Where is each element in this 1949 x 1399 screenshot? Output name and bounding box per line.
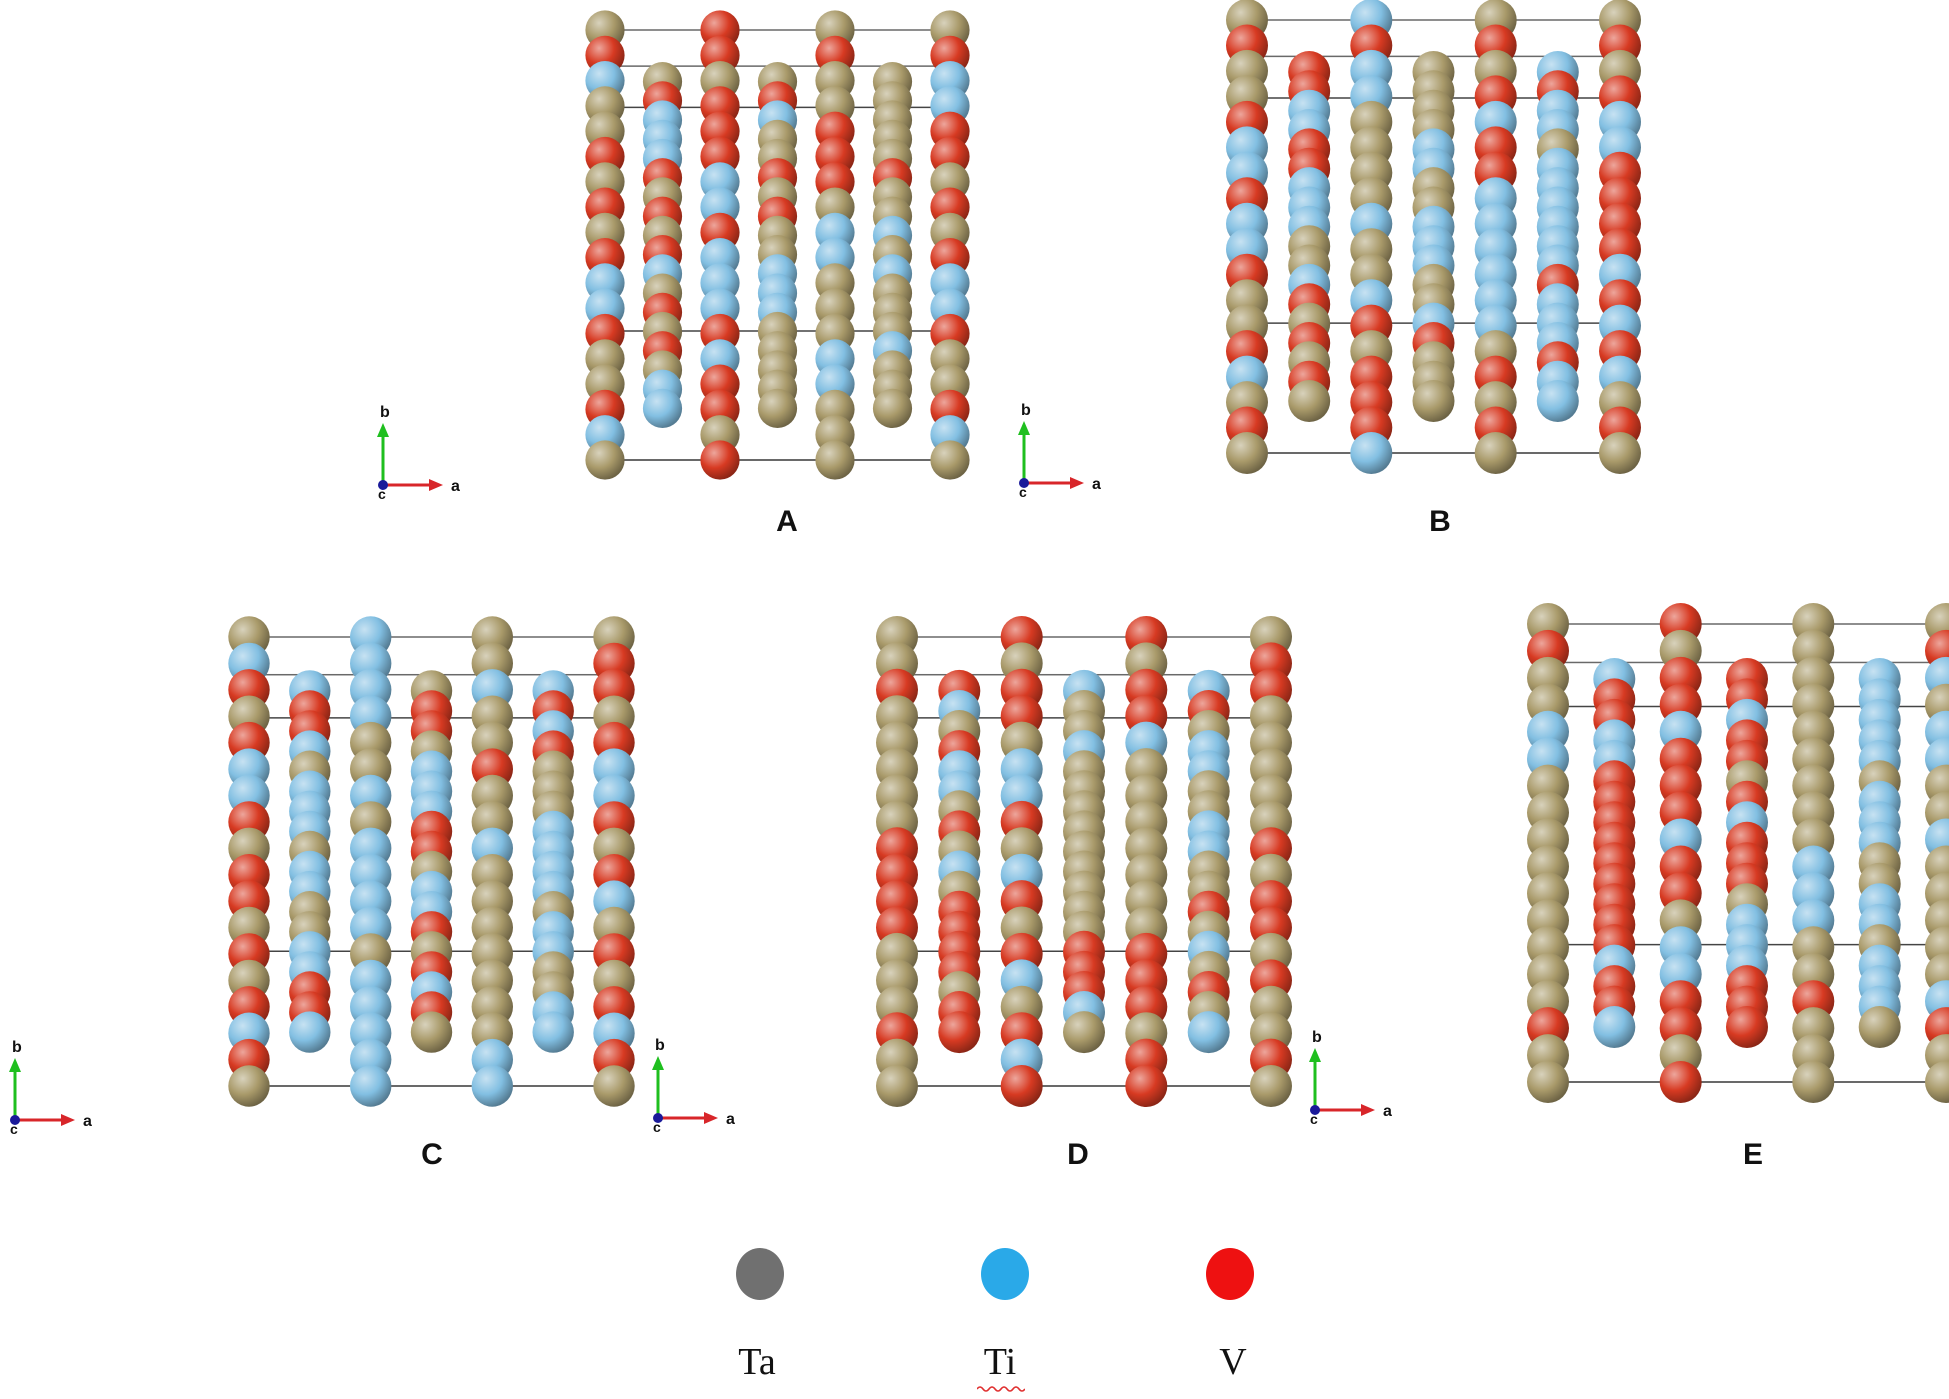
atom-ti [1536, 380, 1579, 422]
panel-a: b a c [377, 10, 970, 502]
c-axis-dot [1310, 1105, 1320, 1115]
atom-ti [1187, 1011, 1230, 1054]
atom-ta [876, 1065, 918, 1107]
atom-ta [815, 440, 855, 480]
atom-v [1125, 1065, 1168, 1107]
axis-indicator: b a c [1018, 402, 1101, 500]
panel-d: b a c [652, 616, 1292, 1135]
axis-label-a: a [83, 1113, 92, 1130]
panel-label-c: C [421, 1138, 443, 1171]
atom-ta [872, 388, 913, 428]
atom-ta [930, 440, 970, 480]
atom-ti [642, 388, 683, 428]
atom-v [700, 440, 740, 480]
panel-label-e: E [1742, 1138, 1764, 1171]
legend-v-label: V [1219, 1341, 1247, 1383]
axis-indicator: b a c [1309, 1029, 1392, 1127]
axis-indicator: b a c [377, 404, 460, 502]
axis-indicator: b a c [9, 1039, 92, 1137]
axis-label-a: a [1383, 1103, 1392, 1120]
legend-ti-swatch [981, 1248, 1029, 1300]
atom-ta [585, 440, 625, 480]
atom-v [1726, 1006, 1768, 1048]
atom-ta [593, 1065, 635, 1107]
atom-ta [1412, 380, 1455, 422]
axis-label-b: b [12, 1039, 22, 1056]
panel-c: b a c [9, 616, 635, 1137]
atom-ta [410, 1011, 453, 1053]
axis-label-b: b [1021, 402, 1031, 419]
axis-label-b: b [655, 1037, 665, 1054]
panel-label-b: B [1429, 505, 1451, 538]
atom-v [1000, 1065, 1043, 1107]
atom-ta [1599, 432, 1641, 474]
axis-label-b: b [380, 404, 390, 421]
atom-ta [1288, 380, 1331, 422]
atom-ti [532, 1011, 574, 1053]
c-axis-dot [10, 1115, 20, 1125]
atom-ta [1925, 1061, 1949, 1103]
atom-ta [1527, 1061, 1569, 1103]
panel-label-a: A [776, 505, 798, 538]
atom-ta [1226, 432, 1268, 474]
c-axis-dot [653, 1113, 663, 1123]
c-axis-dot [1019, 478, 1029, 488]
atom-v [938, 1011, 981, 1054]
axis-indicator: b a c [652, 1037, 735, 1135]
atom-ti [471, 1065, 513, 1107]
axis-label-c: c [1019, 484, 1027, 500]
axis-label-c: c [378, 486, 386, 502]
atom-ta [1474, 432, 1517, 474]
atom-ti [289, 1011, 331, 1053]
atom-ta [1792, 1061, 1835, 1103]
axis-label-a: a [726, 1111, 735, 1128]
spellcheck-underline [977, 1386, 1025, 1392]
atom-ti [350, 1065, 392, 1107]
axis-label-c: c [1310, 1111, 1318, 1127]
axis-label-a: a [451, 478, 460, 495]
axis-label-c: c [10, 1121, 18, 1137]
atom-ta [1250, 1065, 1292, 1107]
panel-b: b a c [1018, 0, 1641, 500]
panel-e: b a c [1309, 603, 1949, 1127]
axis-label-a: a [1092, 476, 1101, 493]
legend-ta-label: Ta [738, 1341, 776, 1383]
legend-v-swatch [1206, 1248, 1254, 1300]
atom-ta [1858, 1006, 1901, 1048]
atom-ti [1593, 1006, 1636, 1048]
legend-ti-label: Ti [983, 1341, 1017, 1383]
atom-ta [228, 1065, 270, 1107]
atom-ta [757, 388, 798, 428]
c-axis-dot [378, 480, 388, 490]
axis-label-b: b [1312, 1029, 1322, 1046]
atom-v [1659, 1061, 1702, 1103]
panel-label-d: D [1067, 1138, 1089, 1171]
legend-ta-swatch [736, 1248, 784, 1300]
atom-ti [1350, 432, 1393, 474]
atom-ta [1063, 1011, 1105, 1054]
axis-label-c: c [653, 1119, 661, 1135]
